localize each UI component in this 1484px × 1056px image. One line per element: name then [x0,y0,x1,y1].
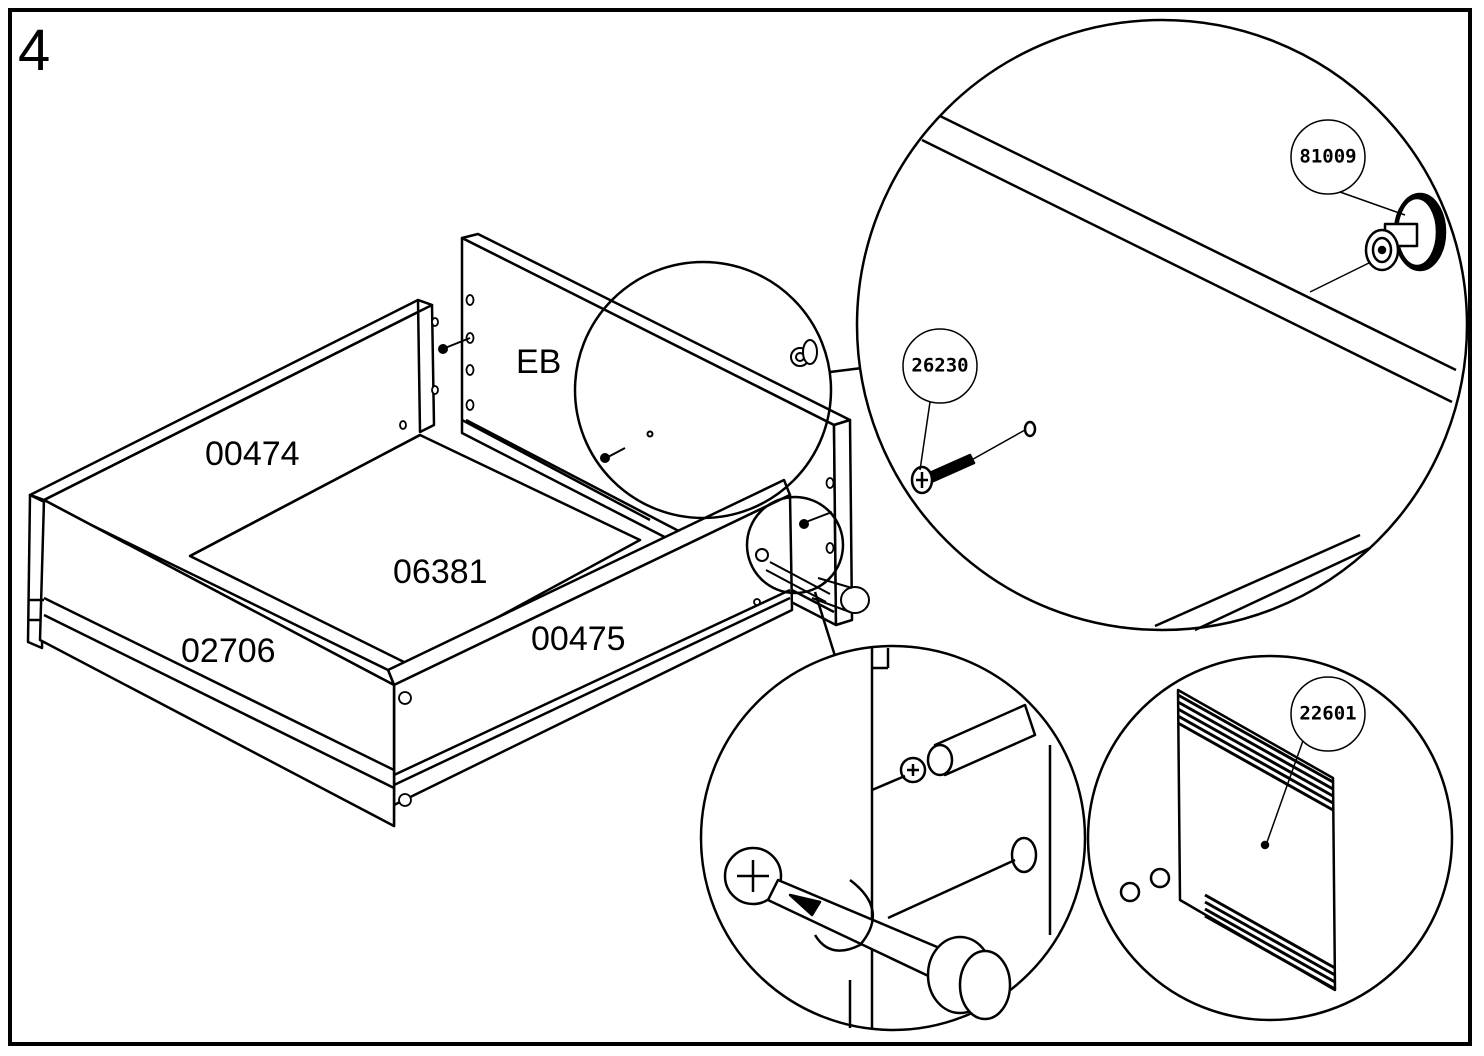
callout-bubbles [902,119,1406,752]
part-label-front: 02706 [181,632,276,670]
zoom-circle-screwdriver [699,644,1087,1032]
part-label-left-side: 00474 [205,435,300,473]
zoom-circle-small [573,260,863,520]
part-label-right-side: 00475 [531,620,626,658]
dowel-fittings [438,337,833,529]
step-number: 4 [18,18,51,83]
callout-bag-label: 22601 [1299,703,1356,725]
zoom-circle-corner [745,495,845,657]
zoom-circle-knob-screw [855,18,1469,632]
zoom-circle-bag [1086,654,1454,1022]
callout-screw-label: 26230 [911,355,968,377]
callout-knob-label: 81009 [1299,146,1356,168]
diagram-frame [8,8,1472,1046]
part-label-bottom: 06381 [393,553,488,591]
front-panel [28,493,396,828]
bottom-panel [188,418,651,667]
part-label-back-panel: EB [516,343,562,381]
